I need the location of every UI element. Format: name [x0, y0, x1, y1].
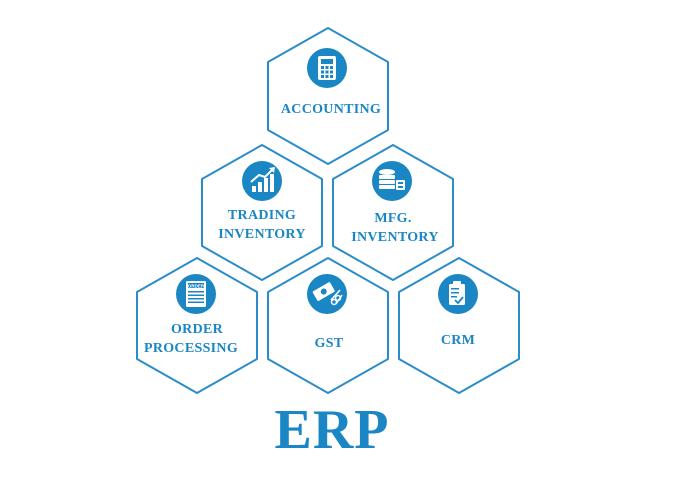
calculator-icon — [307, 48, 347, 88]
growth-chart-icon — [242, 161, 282, 201]
module-trading-inventory: TRADING INVENTORY — [201, 144, 323, 281]
module-mfg-inventory: MFG. INVENTORY — [332, 144, 454, 281]
module-label: CRM — [441, 333, 475, 348]
erp-title: ERP — [275, 399, 390, 461]
module-order-processing: ORDER ORDER PROCESSING — [136, 257, 258, 394]
hexagon-shape — [267, 257, 389, 394]
module-label: GST — [315, 336, 344, 351]
module-label-line-2: INVENTORY — [218, 227, 306, 242]
module-gst: GST — [267, 257, 389, 394]
module-label: ACCOUNTING — [281, 102, 381, 117]
module-label-line-1: ORDER — [171, 322, 224, 337]
hexagon-shape — [398, 257, 520, 394]
clipboard-check-icon — [438, 274, 478, 314]
module-label-line-2: INVENTORY — [351, 230, 439, 245]
module-label-line-1: MFG. — [374, 211, 411, 226]
hexagon-shape — [332, 144, 454, 281]
module-accounting: ACCOUNTING — [267, 27, 389, 165]
hexagon-shape — [201, 144, 323, 281]
module-label-line-2: PROCESSING — [144, 341, 238, 356]
order-icon-text: ORDER — [188, 283, 205, 288]
module-crm: CRM — [398, 257, 520, 394]
database-stack-icon — [372, 161, 412, 201]
hexagon-shape — [267, 27, 389, 165]
hexagon-shape — [136, 257, 258, 394]
tax-scissors-icon — [307, 274, 347, 314]
module-label-line-1: TRADING — [228, 208, 296, 223]
order-form-icon: ORDER — [176, 274, 216, 314]
